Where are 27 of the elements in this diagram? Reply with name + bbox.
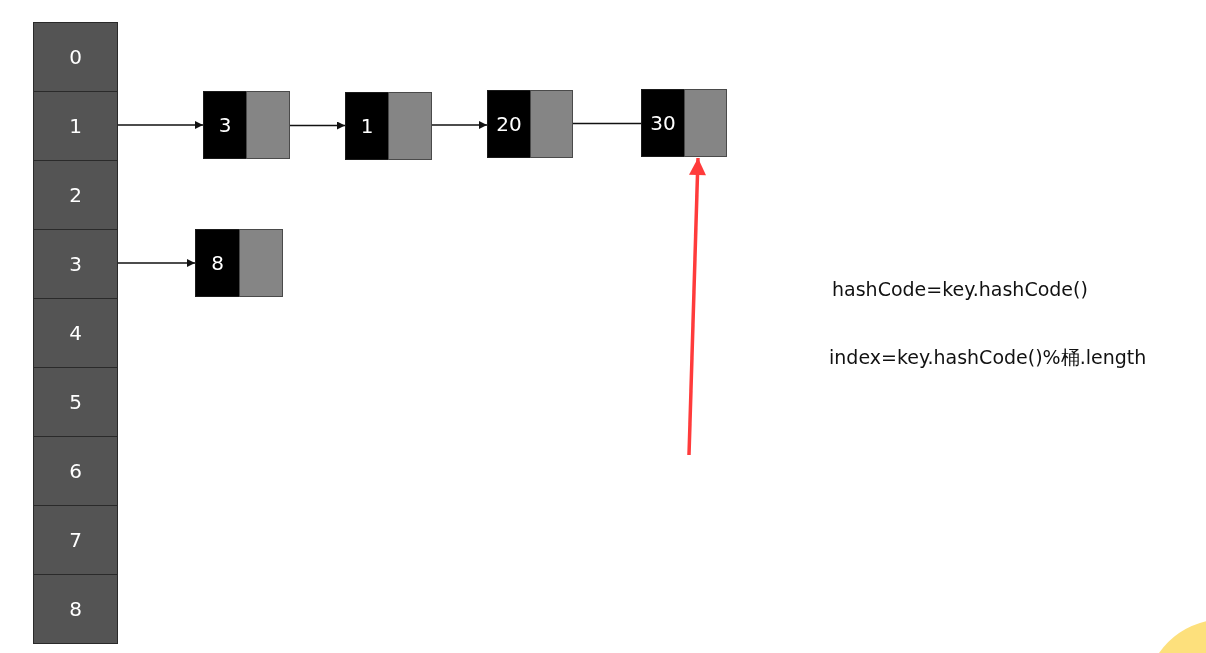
arrow — [687, 157, 706, 456]
next-pointer-box — [530, 90, 573, 158]
array-cell: 6 — [33, 436, 118, 506]
array-cell: 2 — [33, 160, 118, 230]
arrow — [289, 121, 346, 130]
arrow — [117, 121, 204, 129]
array-cell: 8 — [33, 574, 118, 644]
array-cell: 0 — [33, 22, 118, 92]
list-node-value: 8 — [195, 229, 240, 297]
arrow — [117, 259, 196, 267]
array-cell: 1 — [33, 91, 118, 161]
array-cell: 3 — [33, 229, 118, 299]
array-cell: 7 — [33, 505, 118, 575]
next-pointer-box — [246, 91, 290, 159]
next-pointer-box — [684, 89, 727, 157]
array-cell: 4 — [33, 298, 118, 368]
connector-line — [572, 122, 642, 125]
list-node-value: 20 — [487, 90, 531, 158]
formula-text: index=key.hashCode()%桶.length — [829, 345, 1147, 369]
list-node-value: 30 — [641, 89, 685, 157]
arrow — [431, 121, 488, 129]
list-node-value: 1 — [345, 92, 389, 160]
array-cell: 5 — [33, 367, 118, 437]
list-node-value: 3 — [203, 91, 247, 159]
next-pointer-box — [388, 92, 432, 160]
next-pointer-box — [239, 229, 283, 297]
formula-text: hashCode=key.hashCode() — [832, 277, 1088, 301]
